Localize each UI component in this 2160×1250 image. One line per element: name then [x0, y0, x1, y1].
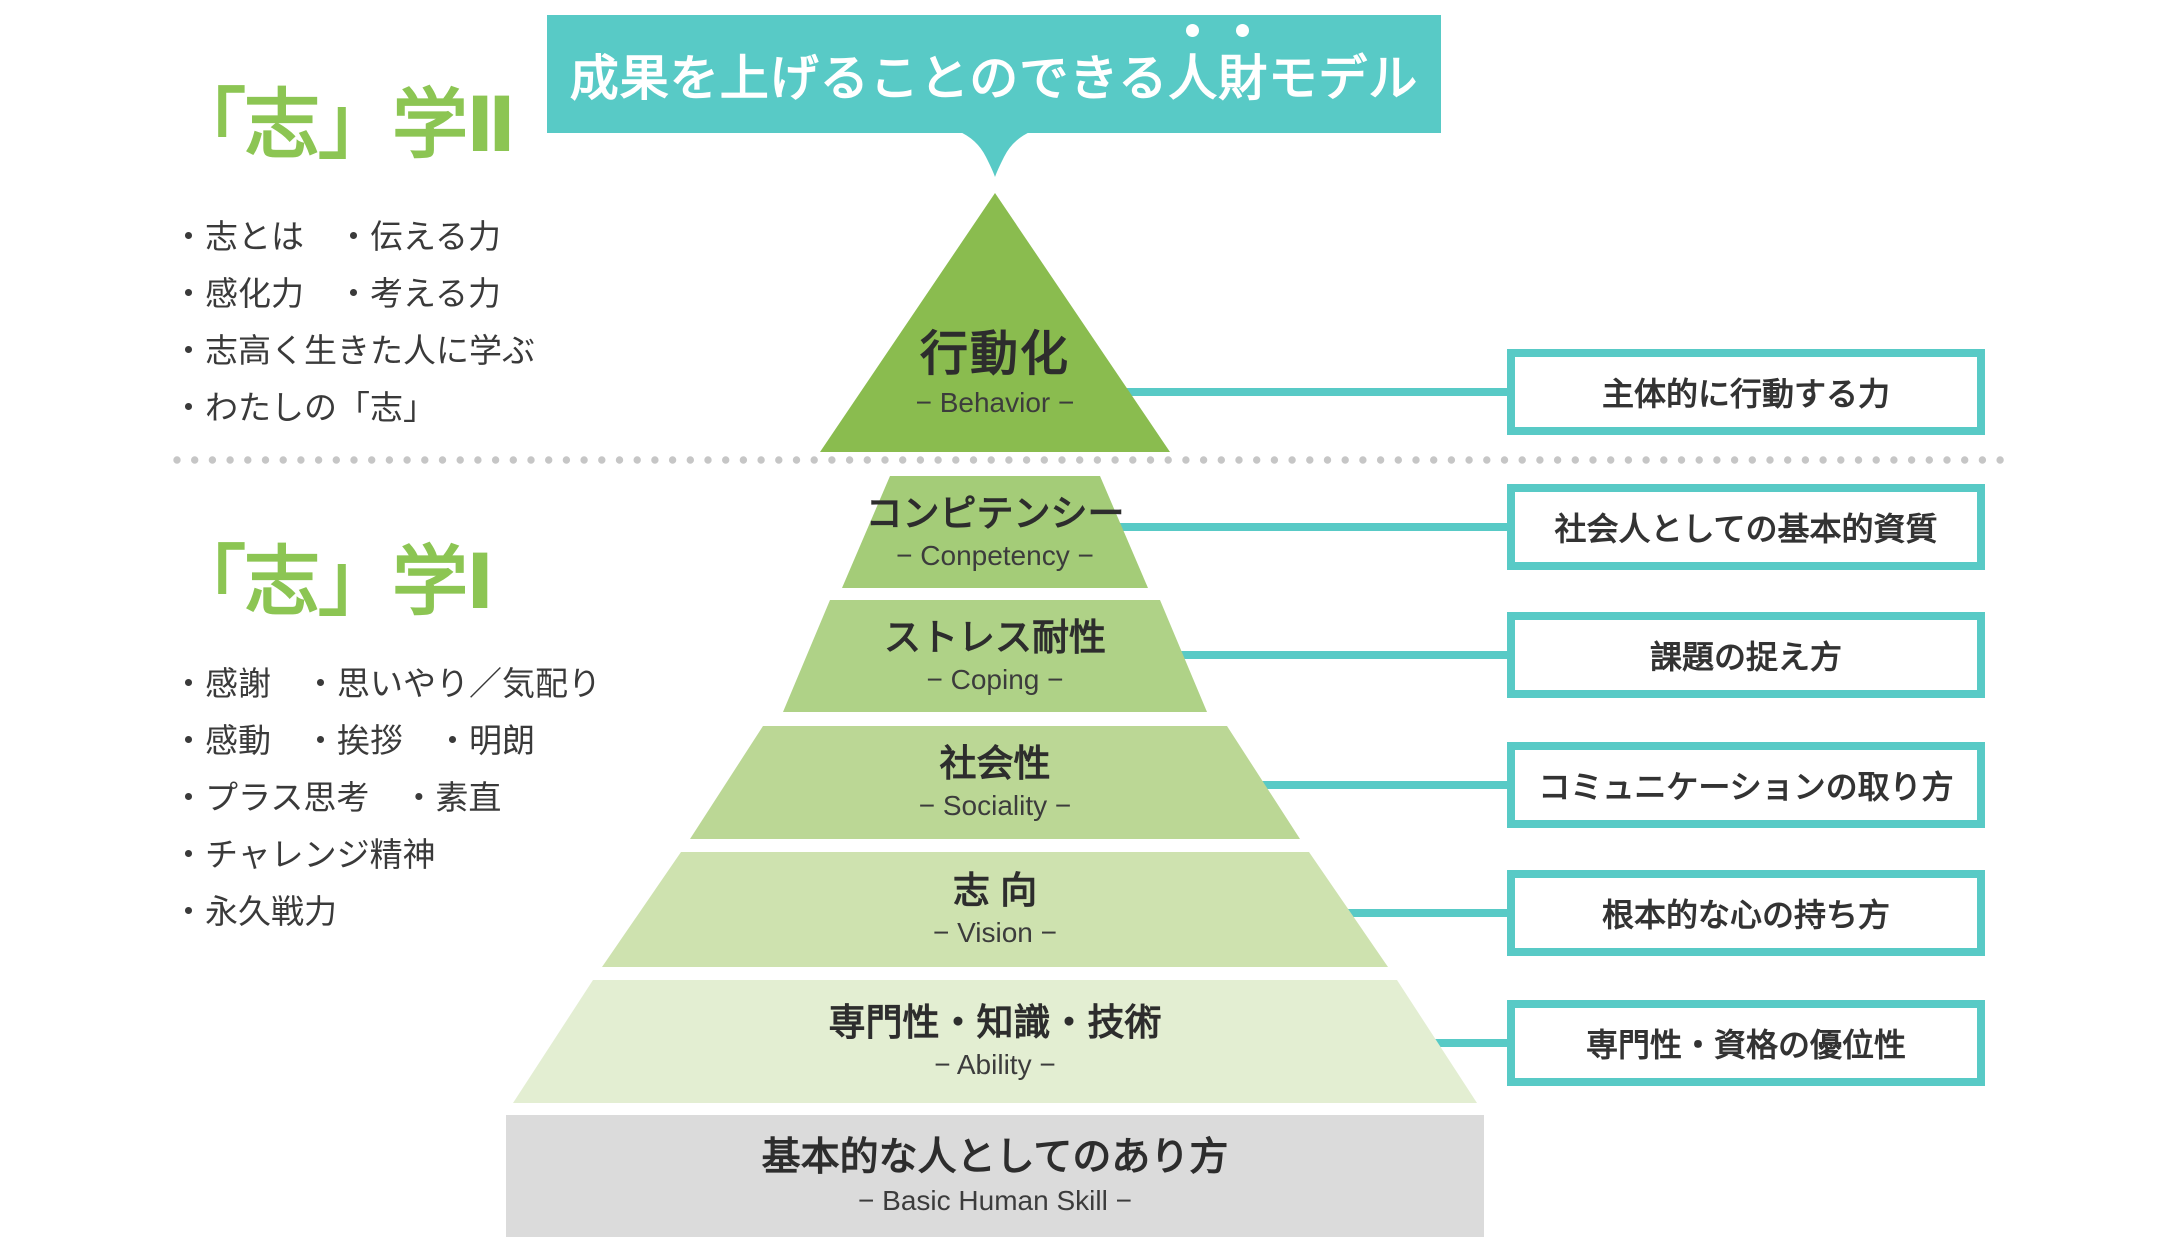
- level-title-jp: コンピテンシー: [865, 492, 1125, 534]
- pyramid-level-5-vision: [602, 852, 1388, 967]
- level-title-en: − Ability −: [934, 1049, 1056, 1081]
- annotation-text: 課題の捉え方: [1649, 639, 1842, 675]
- level-title-en: − Behavior −: [915, 387, 1075, 419]
- banner-title-pre: 成果を上げることのできる: [569, 51, 1169, 106]
- level-label-sociality: 社会性 − Sociality −: [919, 726, 1072, 839]
- annotation-box-coping: 課題の捉え方: [1507, 612, 1985, 698]
- banner-tail: [958, 131, 1032, 177]
- level-label-basic-human-skill: 基本的な人としてのあり方 − Basic Human Skill −: [762, 1115, 1229, 1237]
- level-title-en: − Sociality −: [918, 790, 1072, 822]
- pyramid-level-6-ability: [513, 980, 1477, 1103]
- banner-title-emphasis: 人財: [1168, 23, 1268, 110]
- section-1-list: ・感謝 ・思いやり／気配り ・感動 ・挨拶 ・明朗 ・プラス思考 ・素直 ・チャ…: [172, 655, 601, 940]
- annotation-text: 社会人としての基本的資質: [1554, 511, 1938, 547]
- emphasis-dot: [1236, 23, 1250, 37]
- level-title-jp: 基本的な人としてのあり方: [761, 1135, 1229, 1179]
- level-title-jp: 専門性・知識・技術: [828, 1002, 1162, 1044]
- list-item: ・志とは ・伝える力: [172, 218, 502, 255]
- level-title-en: − Basic Human Skill −: [858, 1184, 1132, 1216]
- list-item: ・チャレンジ精神: [172, 836, 436, 873]
- level-title-en: − Vision −: [932, 917, 1058, 949]
- annotation-box-sociality: コミュニケーションの取り方: [1507, 742, 1985, 828]
- list-item: ・感謝 ・思いやり／気配り: [172, 665, 601, 702]
- annotation-text: 専門性・資格の優位性: [1585, 1027, 1906, 1063]
- level-title-jp: ストレス耐性: [884, 616, 1106, 658]
- level-label-ability: 専門性・知識・技術 − Ability −: [829, 980, 1162, 1103]
- pyramid-level-2-competency: [842, 476, 1148, 588]
- connector-lines: [1095, 388, 1515, 1047]
- banner-title-post: モデル: [1268, 51, 1419, 106]
- section-2-heading: 「志」学Ⅱ: [170, 83, 516, 168]
- annotation-box-ability: 専門性・資格の優位性: [1507, 1000, 1985, 1086]
- section-1-heading: 「志」学Ⅰ: [170, 540, 494, 625]
- list-item: ・感化力 ・考える力: [172, 275, 502, 312]
- level-title-jp: 行動化: [919, 328, 1070, 382]
- level-label-coping: ストレス耐性 − Coping −: [884, 600, 1106, 712]
- annotation-box-behavior: 主体的に行動する力: [1507, 349, 1985, 435]
- level-label-behavior: 行動化 − Behavior −: [916, 295, 1075, 452]
- pyramid-level-4-sociality: [690, 726, 1300, 839]
- annotation-text: 主体的に行動する力: [1601, 376, 1890, 412]
- list-item: ・わたしの「志」: [172, 389, 436, 426]
- pyramid-base-bar: [506, 1115, 1484, 1237]
- annotation-box-competency: 社会人としての基本的資質: [1507, 484, 1985, 570]
- level-title-jp: 社会性: [939, 743, 1051, 785]
- level-label-competency: コンピテンシー − Conpetency −: [866, 476, 1125, 588]
- level-title-en: − Conpetency −: [896, 539, 1094, 571]
- pyramid-level-1-behavior: [820, 193, 1170, 452]
- annotation-text: 根本的な心の持ち方: [1601, 897, 1890, 933]
- level-title-en: − Coping −: [926, 663, 1064, 695]
- section-2-list: ・志とは ・伝える力 ・感化力 ・考える力 ・志高く生きた人に学ぶ ・わたしの「…: [172, 208, 535, 436]
- annotation-box-vision: 根本的な心の持ち方: [1507, 870, 1985, 956]
- title-banner: 成果を上げることのできる人財モデル: [547, 15, 1441, 133]
- pyramid-level-3-coping: [783, 600, 1207, 712]
- annotation-text: コミュニケーションの取り方: [1538, 769, 1954, 805]
- level-label-vision: 志 向 − Vision −: [933, 852, 1057, 967]
- emphasis-dot: [1186, 23, 1200, 37]
- list-item: ・永久戦力: [172, 893, 337, 930]
- list-item: ・志高く生きた人に学ぶ: [172, 332, 535, 369]
- list-item: ・プラス思考 ・素直: [172, 779, 502, 816]
- level-title-jp: 志 向: [952, 870, 1038, 912]
- list-item: ・感動 ・挨拶 ・明朗: [172, 722, 535, 759]
